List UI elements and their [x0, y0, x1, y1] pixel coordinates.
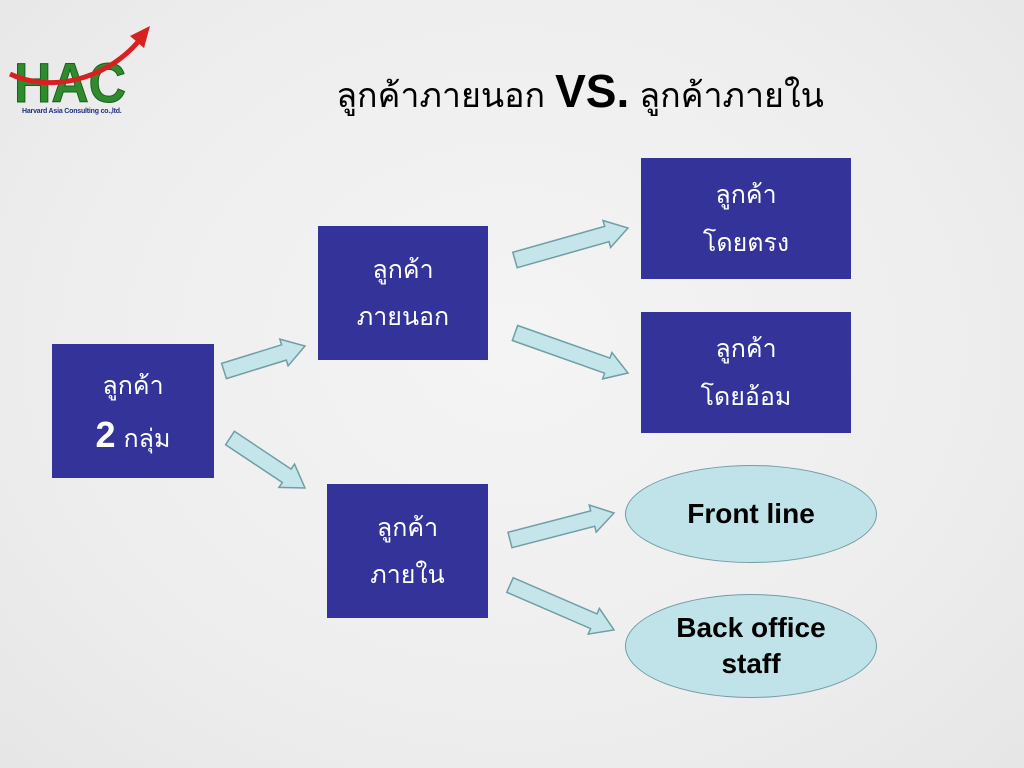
title-vs: VS.	[555, 65, 630, 117]
arrow-root-to-external-icon	[220, 338, 307, 380]
node-back-office-line2: staff	[721, 648, 781, 679]
node-root-groups: กลุ่ม	[123, 423, 171, 453]
node-external-line1: ลูกค้า	[372, 254, 434, 284]
arrow-internal-to-back-icon	[505, 576, 616, 636]
node-direct-line2: โดยตรง	[702, 227, 790, 257]
node-indirect-customers: ลูกค้า โดยอ้อม	[641, 312, 851, 433]
node-internal-customers: ลูกค้า ภายใน	[327, 484, 488, 618]
node-root-number: 2	[95, 413, 116, 455]
node-indirect-line2: โดยอ้อม	[700, 381, 792, 411]
logo-swoosh-icon	[8, 40, 140, 86]
node-root-label: ลูกค้า	[102, 371, 164, 401]
logo-graphic: HAC	[8, 26, 150, 115]
node-internal-line2: ภายใน	[370, 560, 445, 589]
node-front-line-label: Front line	[687, 497, 815, 529]
arrow-internal-to-front-icon	[507, 503, 616, 549]
node-root-two-groups: ลูกค้า 2 กลุ่ม	[52, 344, 214, 478]
node-front-line: Front line	[625, 465, 877, 563]
node-back-office-staff: Back office staff	[625, 594, 877, 698]
node-direct-line1: ลูกค้า	[715, 180, 777, 209]
title-external: ลูกค้าภายนอก	[336, 76, 546, 116]
node-direct-customers: ลูกค้า โดยตรง	[641, 158, 851, 279]
node-external-line2: ภายนอก	[356, 302, 450, 331]
arrow-root-to-internal-icon	[224, 430, 307, 489]
node-back-office-line1: Back office	[676, 611, 826, 643]
logo-subtitle: Harvard Asia Consulting co.,ltd.	[22, 108, 122, 115]
arrow-external-to-indirect-icon	[511, 324, 630, 380]
title-internal: ลูกค้าภายใน	[639, 76, 824, 116]
arrow-external-to-direct-icon	[511, 219, 630, 269]
logo-arrow-head-icon	[130, 26, 150, 48]
node-indirect-line1: ลูกค้า	[715, 334, 777, 363]
node-external-customers: ลูกค้า ภายนอก	[318, 226, 488, 360]
node-internal-line1: ลูกค้า	[376, 512, 439, 542]
logo: HAC Harvard Asia Consulting co.,ltd.	[8, 22, 158, 122]
